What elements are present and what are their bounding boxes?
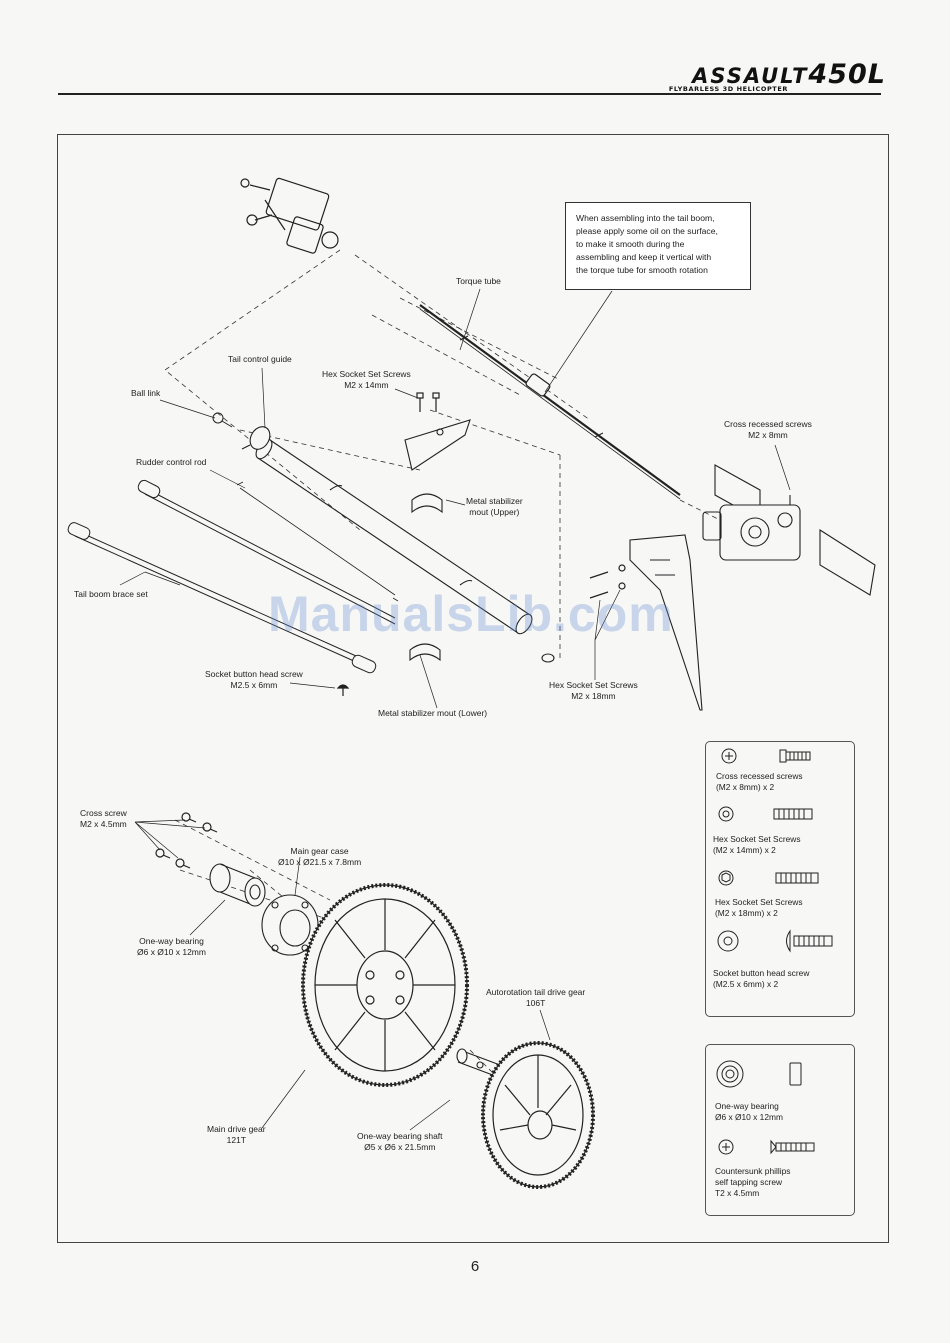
part-name: Hex Socket Set Screws	[713, 834, 801, 844]
label-cross-recessed: Cross recessed screws M2 x 8mm	[724, 419, 812, 440]
ball-link-icon	[212, 412, 233, 428]
brand-model: 450L	[808, 59, 886, 90]
part-name: Cross recessed screws	[716, 771, 803, 781]
torque-tube-icon	[419, 304, 681, 500]
main-gear-case-icon	[261, 894, 319, 956]
cross-head-screw-icon	[721, 748, 811, 764]
label-cross-screw: Cross screw M2 x 4.5mm	[80, 808, 127, 829]
tail-boom-icon	[255, 438, 533, 635]
brand-name: ASSAULT	[692, 64, 809, 88]
part-qty: self tapping screw	[715, 1177, 783, 1187]
label-metal-stab-lower: Metal stabilizer mout (Lower)	[378, 708, 488, 718]
assembly-note-line: the torque tube for smooth rotation	[576, 265, 708, 275]
part-qty: (M2 x 14mm) x 2	[713, 845, 776, 855]
tail-boom-brace-icon	[67, 479, 396, 674]
part-name: One-way bearing	[715, 1101, 779, 1111]
page-number: 6	[470, 1258, 480, 1275]
metal-stabilizer-mount-icon	[404, 419, 555, 663]
label-one-way-bearing: One-way bearing Ø6 x Ø10 x 12mm	[137, 936, 206, 957]
label-main-gear-case: Main gear case Ø10 x Ø21.5 x 7.8mm	[278, 846, 362, 867]
hex-set-screw-icon	[416, 392, 626, 599]
label-ball-link: Ball link	[131, 388, 161, 398]
bearing-icon	[716, 1060, 802, 1088]
part-qty: Ø6 x Ø10 x 12mm	[715, 1112, 783, 1122]
part-name: Hex Socket Set Screws	[715, 897, 803, 907]
main-drive-gear-icon	[301, 883, 469, 1087]
label-tail-boom-brace: Tail boom brace set	[74, 589, 148, 599]
label-tail-control-guide: Tail control guide	[228, 354, 292, 364]
assembly-note-line: please apply some oil on the surface,	[576, 226, 718, 236]
part-qty: (M2 x 18mm) x 2	[715, 908, 778, 918]
assembly-note-line: to make it smooth during the	[576, 239, 685, 249]
brand-subtitle: FLYBARLESS 3D HELICOPTER	[668, 85, 788, 93]
hex-set-screw-icon	[718, 870, 819, 886]
label-socket-button: Socket button head screw M2.5 x 6mm	[205, 669, 303, 690]
label-torque-tube: Torque tube	[456, 276, 501, 286]
part-qty: (M2.5 x 6mm) x 2	[713, 979, 779, 989]
label-hex-18: Hex Socket Set Screws M2 x 18mm	[549, 680, 638, 701]
label-one-way-shaft: One-way bearing shaft Ø5 x Ø6 x 21.5mm	[357, 1131, 443, 1152]
tail-rotor-assembly-icon	[702, 464, 876, 596]
autorotation-gear-icon	[481, 1041, 595, 1189]
assembly-note: When assembling into the tail boom, plea…	[565, 202, 751, 290]
one-way-bearing-icon	[209, 863, 266, 907]
label-main-drive-gear: Main drive gear 121T	[207, 1124, 266, 1145]
button-head-screw-icon	[336, 684, 350, 696]
part-qty: (M2 x 8mm) x 2	[716, 782, 775, 792]
part-name: Countersunk phillips	[715, 1166, 791, 1176]
label-leader-lines	[119, 288, 791, 1131]
button-head-screw-icon	[717, 929, 833, 953]
label-rudder-control-rod: Rudder control rod	[136, 457, 207, 467]
brand-logo: ASSAULT450L FLYBARLESS 3D HELICOPTER	[668, 61, 886, 93]
diagram-frame	[57, 134, 889, 1243]
cross-screw-icon	[155, 812, 218, 869]
assembly-note-line: When assembling into the tail boom,	[576, 213, 715, 223]
part-name: Socket button head screw	[713, 968, 810, 978]
tail-gear-case-icon	[240, 177, 339, 254]
header-rule	[58, 93, 881, 95]
part-qty: T2 x 4.5mm	[715, 1188, 760, 1198]
assembly-note-line: assembling and keep it vertical with	[576, 252, 712, 262]
label-autorotation-gear: Autorotation tail drive gear 106T	[486, 987, 586, 1008]
watermark: ManualsLib.com	[268, 586, 674, 642]
parts-list-box-1: Cross recessed screws (M2 x 8mm) x 2 Hex…	[705, 741, 855, 1017]
parts-list-box-2: One-way bearing Ø6 x Ø10 x 12mm Counters…	[705, 1044, 855, 1216]
label-metal-stab-upper: Metal stabilizer mout (Upper)	[466, 496, 523, 517]
tail-control-guide-icon	[241, 426, 271, 450]
hex-set-screw-icon	[718, 806, 813, 822]
vertical-fin-icon	[629, 534, 703, 711]
label-hex-14: Hex Socket Set Screws M2 x 14mm	[322, 369, 411, 390]
self-tapping-screw-icon	[718, 1139, 815, 1155]
